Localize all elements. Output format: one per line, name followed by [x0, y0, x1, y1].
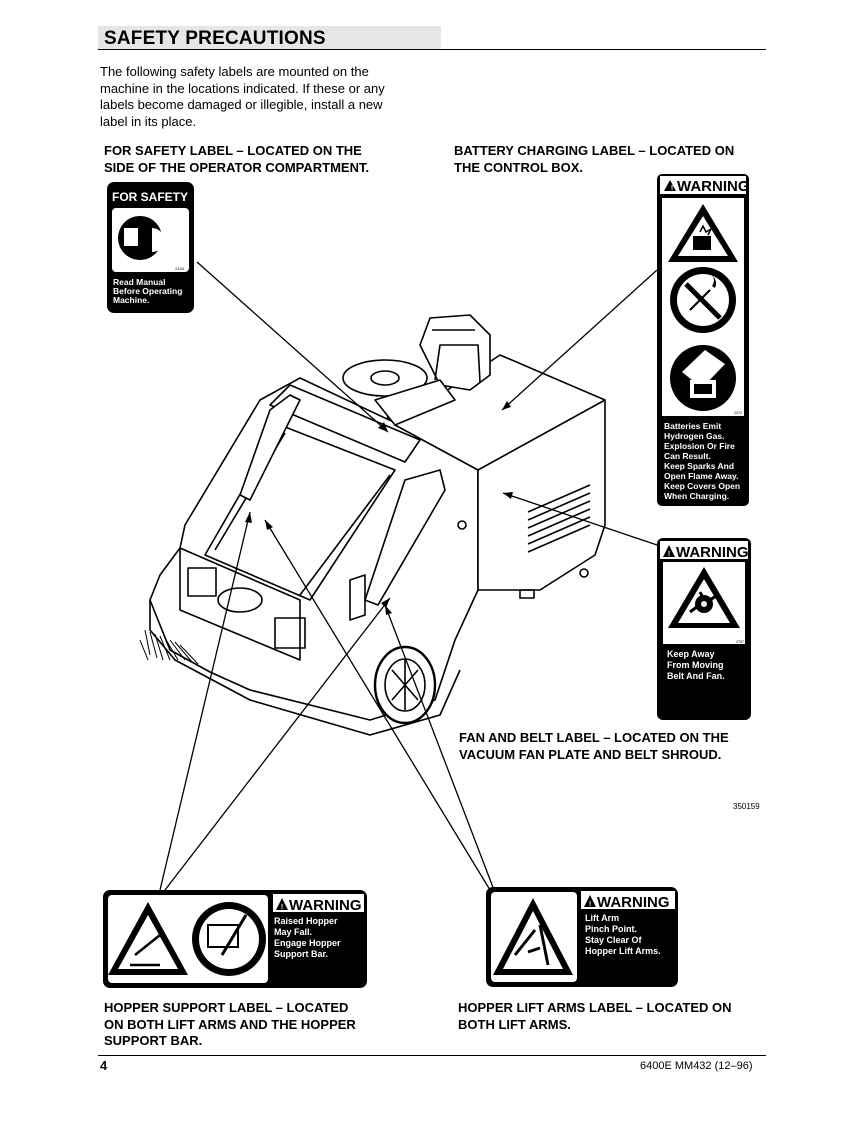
- label-hopper-support-header: WARNING: [289, 897, 362, 914]
- footer-rule: [98, 1055, 766, 1056]
- leader-hopper-lift-1: [264, 519, 491, 891]
- leader-for-safety: [196, 261, 389, 433]
- label-fan-belt-code: 2757: [736, 640, 744, 644]
- intro-paragraph: The following safety labels are mounted …: [100, 64, 385, 129]
- label-text-line: Raised Hopper: [274, 916, 338, 926]
- svg-text:!: !: [589, 901, 591, 908]
- leader-lines: [159, 261, 658, 891]
- label-hopper-lift-header: WARNING: [597, 894, 670, 911]
- label-for-safety: FOR SAFETY 2144 Read Manual Before Opera…: [107, 182, 194, 313]
- svg-text:Batteries Emit Hydrogen: Batteries Emit Hydrogen Gas. Explosion O…: [664, 421, 742, 501]
- svg-text:Keep Away From Moving: Keep Away From Moving Belt And Fan.: [667, 649, 726, 681]
- warning-triangle-icon: [664, 180, 676, 191]
- caption-fan-belt: FAN AND BELT LABEL – LOCATED ON THE VACU…: [459, 730, 729, 762]
- label-battery-header: WARNING: [677, 178, 750, 195]
- leader-hopper-support-1: [159, 511, 251, 891]
- caption-hopper-support: HOPPER SUPPORT LABEL – LOCATED ON BOTH L…: [104, 1000, 356, 1048]
- label-text-line: Before Operating: [113, 286, 182, 296]
- svg-text:!: !: [281, 904, 283, 911]
- sweeper-machine-drawing: [139, 314, 606, 736]
- label-text-line: Hydrogen Gas.: [664, 431, 724, 441]
- label-text-line: Batteries Emit: [664, 421, 721, 431]
- label-text-line: From Moving: [667, 660, 724, 670]
- label-text-line: Stay Clear Of: [585, 935, 643, 945]
- warning-triangle-icon: [663, 545, 675, 557]
- svg-text:Lift Arm Pinch Point.: Lift Arm Pinch Point. Stay Clear Of Hopp…: [585, 913, 661, 956]
- label-for-safety-header: FOR SAFETY: [112, 190, 188, 204]
- label-text-line: Support Bar.: [274, 949, 328, 959]
- leader-battery: [501, 269, 658, 411]
- label-text-line: Read Manual: [113, 277, 165, 287]
- label-text-line: Lift Arm: [585, 913, 619, 923]
- read-manual-icon: [118, 216, 162, 260]
- svg-text:!: !: [668, 551, 670, 558]
- label-battery-charging: ! WARNING 2472 Batteries Emit Hydrogen G…: [657, 174, 750, 506]
- figure-number: 350159: [733, 802, 760, 811]
- label-fan-belt-header: WARNING: [676, 544, 749, 561]
- leader-hopper-lift-2: [384, 604, 495, 891]
- warning-triangle-icon: [584, 895, 596, 907]
- document-id: 6400E MM432 (12–96): [640, 1060, 753, 1072]
- vent-louvres: [527, 484, 591, 553]
- leader-arrowheads: [245, 401, 513, 615]
- page-number: 4: [100, 1058, 108, 1073]
- svg-text:Read Manual Before Opera: Read Manual Before Operating Machine.: [113, 277, 185, 305]
- title-background: [98, 26, 441, 50]
- label-text-line: Engage Hopper: [274, 938, 341, 948]
- label-fan-belt: ! WARNING 2757 Keep Away From Moving Bel…: [657, 538, 751, 720]
- caption-battery-charging: BATTERY CHARGING LABEL – LOCATED ON THE …: [454, 143, 735, 175]
- label-text-line: Hopper Lift Arms.: [585, 946, 661, 956]
- label-hopper-lift-arms: ! WARNING Lift Arm Pinch Point. Stay Cle…: [486, 887, 678, 987]
- label-text-line: Keep Away: [667, 649, 715, 659]
- label-text-line: Open Flame Away.: [664, 471, 738, 481]
- label-text-line: Pinch Point.: [585, 924, 637, 934]
- leader-fan-belt: [502, 492, 658, 546]
- caption-hopper-lift-arms: HOPPER LIFT ARMS LABEL – LOCATED ON BOTH…: [458, 1000, 732, 1032]
- warning-triangle-icon: [276, 898, 288, 910]
- label-for-safety-code: 2144: [175, 266, 185, 271]
- label-text-line: Explosion Or Fire: [664, 441, 735, 451]
- label-text-line: Can Result.: [664, 451, 711, 461]
- label-text-line: Belt And Fan.: [667, 671, 725, 681]
- label-text-line: Keep Sparks And: [664, 461, 734, 471]
- label-text-line: May Fall.: [274, 927, 312, 937]
- svg-text:Raised Hopper May Fall.: Raised Hopper May Fall. Engage Hopper Su…: [274, 916, 343, 959]
- label-text-line: Keep Covers Open: [664, 481, 740, 491]
- label-battery-code: 2472: [734, 411, 742, 415]
- caption-for-safety: FOR SAFETY LABEL – LOCATED ON THE SIDE O…: [104, 143, 370, 175]
- title-rule: [98, 49, 766, 50]
- label-text-line: When Charging.: [664, 491, 729, 501]
- label-hopper-support: ! WARNING Raised Hopper May Fall. Engage…: [103, 890, 367, 988]
- page-title: SAFETY PRECAUTIONS: [104, 28, 326, 49]
- label-text-line: Machine.: [113, 295, 149, 305]
- leader-hopper-support-2: [164, 597, 391, 891]
- svg-text:!: !: [671, 185, 673, 192]
